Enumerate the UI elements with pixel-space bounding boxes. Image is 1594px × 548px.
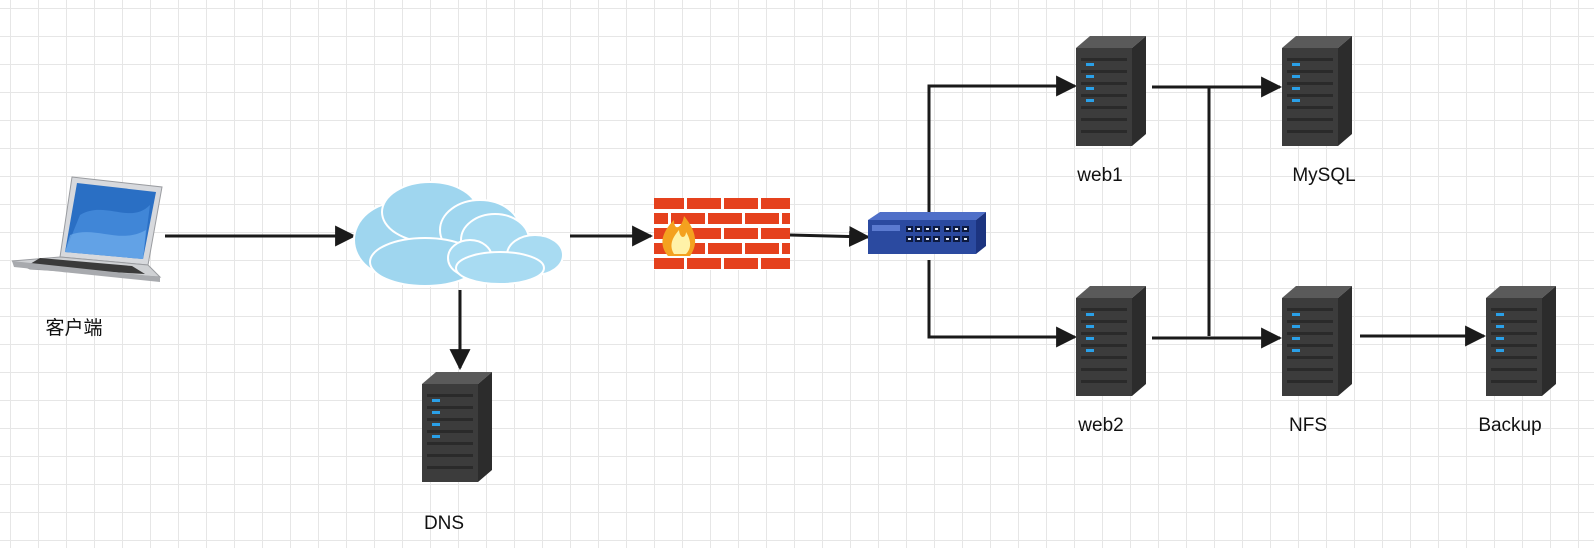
server-icon-web1 <box>1076 36 1146 146</box>
edges <box>165 75 1487 371</box>
server-icon-dns <box>422 372 492 482</box>
edge-firewall-switch <box>789 226 871 248</box>
label-mysql: MySQL <box>1292 165 1356 186</box>
label-web1: web1 <box>1077 165 1123 186</box>
label-backup: Backup <box>1478 415 1542 436</box>
edge-switch-web1 <box>927 75 1078 212</box>
laptop-icon <box>11 176 163 282</box>
server-icon-backup <box>1486 286 1556 396</box>
firewall-icon <box>654 198 790 270</box>
label-dns: DNS <box>423 513 465 534</box>
server-icon-nfs <box>1282 286 1352 396</box>
switch-icon <box>868 212 986 254</box>
server-icon-web2 <box>1076 286 1146 396</box>
cloud-icon <box>353 181 564 287</box>
label-client: 客户端 <box>45 318 103 339</box>
edge-switch-web2 <box>927 260 1078 348</box>
label-nfs: NFS <box>1289 415 1327 436</box>
label-web2: web2 <box>1078 415 1124 436</box>
server-icon-mysql <box>1282 36 1352 146</box>
